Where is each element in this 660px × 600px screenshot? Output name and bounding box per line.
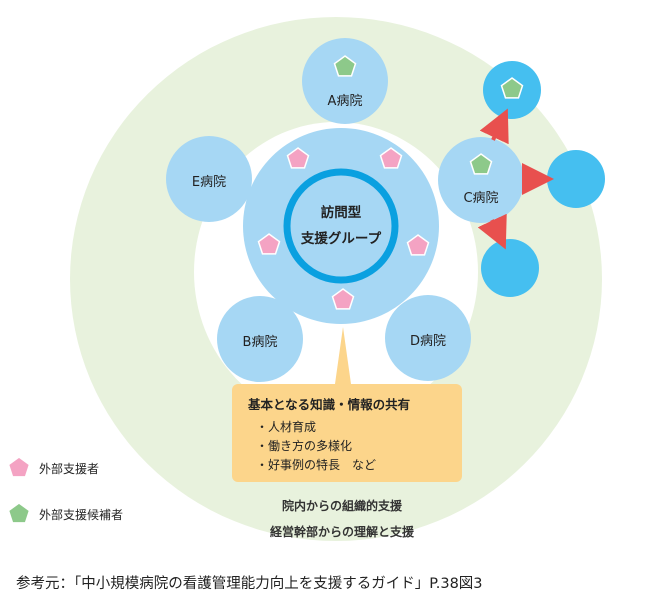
hospital-b-circle [217,296,303,382]
hospital-a-circle [302,38,388,124]
hospital-d-circle [385,295,471,381]
red-arrow-icon [479,108,509,145]
pink-pentagon-icon [257,233,281,255]
green-pentagon-icon [469,153,493,175]
bottom-note-organizational-support: 院内からの組織的支援 [281,499,402,513]
source-citation: 参考元：「中小規模病院の看護管理能力向上を支援するガイド」P.38図3 [16,576,483,592]
callout-item: ・人材育成 [256,420,317,434]
hospital-c-label: C病院 [463,191,499,206]
pink-pentagon-icon [406,234,430,256]
pink-pentagon-icon [286,147,310,169]
hospital-d-label: D病院 [409,334,446,349]
hospital-e-label: E病院 [191,175,227,190]
legend-external-supporter: 外部支援者 [39,462,100,476]
green-pentagon-icon [333,55,357,77]
center-group-ring [283,168,399,284]
red-arrow-icon [477,213,507,250]
callout-item: ・働き方の多様化 [256,439,353,453]
green-pentagon-icon [7,502,31,524]
hospital-b-label: B病院 [242,335,278,350]
pink-pentagon-icon [379,147,403,169]
callout-pointer [335,327,351,384]
shared-knowledge-callout: 基本となる知識・情報の共有 ・人材育成 ・働き方の多様化 ・好事例の特長 など [232,384,462,482]
hospital-e-circle [166,136,252,222]
callout-title: 基本となる知識・情報の共有 [248,397,411,412]
pink-pentagon-icon [331,288,355,310]
bottom-note-executive-support: 経営幹部からの理解と支援 [269,525,414,539]
legend-external-candidate: 外部支援候補者 [39,508,124,522]
callout-item: ・好事例の特長 など [256,458,377,472]
hospital-a-label: A病院 [327,94,363,109]
expansion-circle-bottom [481,239,539,297]
expansion-circle-right [547,150,605,208]
hospital-c-circle [438,137,524,223]
pink-pentagon-icon [7,456,31,478]
green-pentagon-icon [500,77,524,99]
center-group-line1: 訪問型 [320,205,362,221]
center-group-label: 訪問型 支援グループ [281,200,401,252]
center-group-line2: 支援グループ [300,231,382,247]
